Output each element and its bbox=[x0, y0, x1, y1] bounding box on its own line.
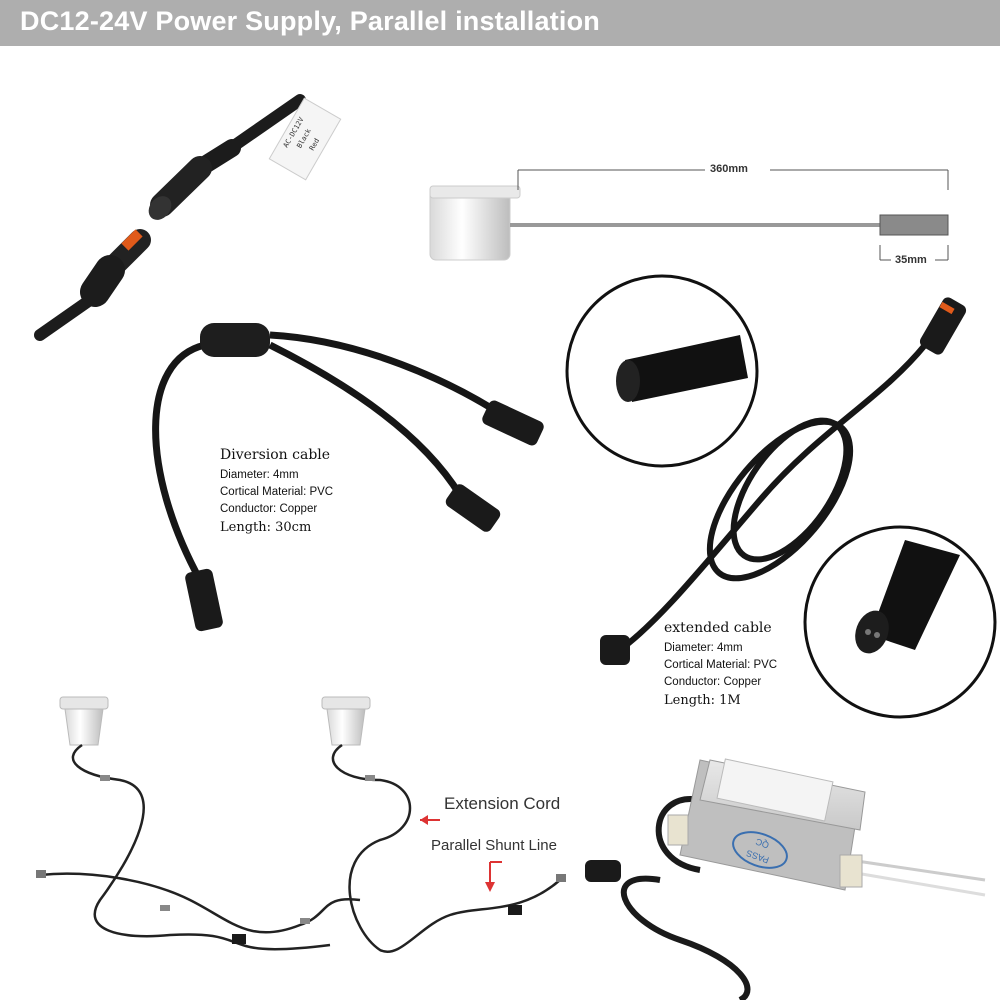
extended-cable-diameter: Diameter: 4mm bbox=[664, 642, 743, 654]
extended-cable-length: Length: 1M bbox=[664, 693, 741, 708]
light-left bbox=[59, 696, 109, 746]
parallel-wiring-diagram bbox=[36, 696, 566, 953]
diversion-cable-material: Cortical Material: PVC bbox=[220, 486, 334, 498]
extended-cable-coil bbox=[600, 297, 967, 665]
header-bar: DC12-24V Power Supply, Parallel installa… bbox=[0, 0, 1000, 46]
dimension-connector-length: 35mm bbox=[891, 254, 931, 266]
extended-cable-material: Cortical Material: PVC bbox=[664, 659, 778, 671]
led-driver-power-supply: PASS QC bbox=[585, 758, 986, 1000]
extended-cable-title: extended cable bbox=[664, 620, 772, 636]
zoom-circle-female-connector bbox=[803, 525, 997, 719]
diversion-cable-length: Length: 30cm bbox=[220, 520, 312, 535]
zoom-circle-male-connector bbox=[565, 274, 759, 468]
extension-cord-callout: Extension Cord bbox=[444, 794, 561, 813]
diversion-cable-specs: Diversion cable Diameter: 4mm Cortical M… bbox=[220, 447, 333, 540]
parallel-shunt-line-callout: Parallel Shunt Line bbox=[431, 837, 557, 854]
diversion-cable-conductor: Conductor: Copper bbox=[220, 503, 318, 515]
stamp-text-2: QC bbox=[754, 836, 771, 850]
mini-downlight-with-cable bbox=[429, 169, 949, 261]
dimension-cable-length: 360mm bbox=[706, 163, 752, 175]
diversion-y-cable bbox=[152, 323, 544, 632]
light-right bbox=[321, 696, 371, 746]
diversion-cable-title: Diversion cable bbox=[220, 447, 331, 463]
page-title: DC12-24V Power Supply, Parallel installa… bbox=[20, 6, 600, 36]
extended-cable-conductor: Conductor: Copper bbox=[664, 676, 762, 688]
connector-tag-label: AC-DC12V Black Red bbox=[268, 97, 342, 181]
diversion-cable-diameter: Diameter: 4mm bbox=[220, 469, 299, 481]
extended-cable-specs: extended cable Diameter: 4mm Cortical Ma… bbox=[664, 620, 777, 713]
waterproof-connector-pair: AC-DC12V Black Red bbox=[34, 94, 342, 341]
